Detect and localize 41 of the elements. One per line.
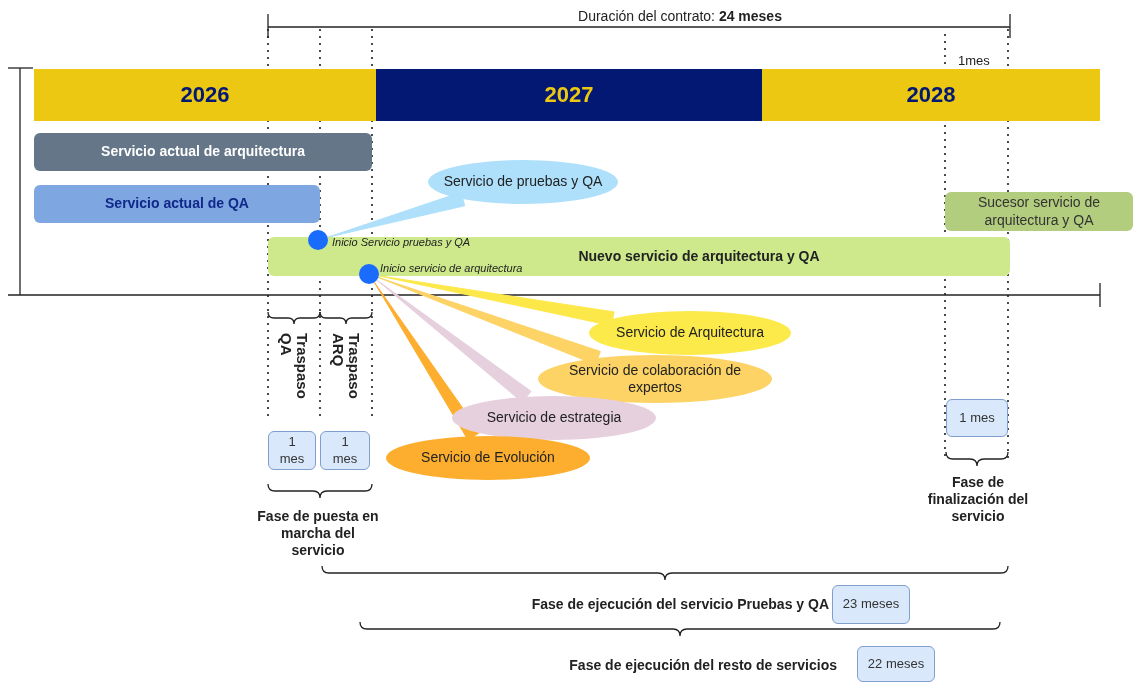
service-bar (34, 185, 320, 223)
service-label: Servicio actual de QA (104, 195, 250, 213)
start-dot (308, 230, 328, 250)
callout-ellipse (452, 396, 656, 440)
phase-label: Fase de finalización del servicio (926, 474, 1030, 525)
service-bar (268, 237, 1010, 276)
phase-label: Traspaso QA (278, 333, 310, 401)
duration-text: 1 mes (331, 434, 359, 467)
phase-label: Fase de puesta en marcha del servicio (256, 508, 380, 559)
year-band (376, 69, 762, 121)
year-band (762, 69, 1100, 121)
dot-label: Inicio Servicio pruebas y QA (332, 236, 471, 248)
service-bar (945, 192, 1133, 231)
service-label: Nuevo servicio de arquitectura y QA (577, 247, 821, 266)
duration-box (946, 399, 1008, 437)
duration-box (320, 431, 370, 470)
phase-label: Fase de ejecución del resto de servicios (569, 657, 837, 673)
callout-text: Servicio de pruebas y QA (442, 173, 604, 191)
year-band (34, 69, 376, 121)
duration-box (857, 646, 935, 682)
duration-text: 1 mes (958, 409, 996, 427)
service-bar (34, 133, 372, 171)
duration-label: Duración del contrato: 24 meses (577, 8, 783, 24)
callout-text: Servicio de Evolución (420, 449, 556, 467)
callout-text: Servicio de colaboración de expertos (568, 361, 742, 397)
duration-text: 22 meses (866, 655, 926, 673)
year-label: 2028 (905, 81, 957, 109)
phase-label: Traspaso ARQ (330, 333, 362, 401)
duration-box (832, 585, 910, 624)
service-label: Sucesor servicio de arquitectura y QA (976, 194, 1102, 229)
dot-label: Inicio servicio de arquitectura (380, 262, 523, 274)
year-label: 2027 (543, 81, 595, 109)
duration-box (268, 431, 316, 470)
callout-text: Servicio de Arquitectura (615, 324, 765, 342)
start-dot (359, 264, 379, 284)
callout-text: Servicio de estrategia (485, 409, 623, 427)
service-label: Servicio actual de arquitectura (100, 143, 306, 161)
duration-text: 1mes (958, 53, 990, 68)
duration-text: 23 meses (841, 596, 901, 613)
duration-text: 1 mes (278, 434, 306, 467)
year-label: 2026 (179, 81, 231, 109)
